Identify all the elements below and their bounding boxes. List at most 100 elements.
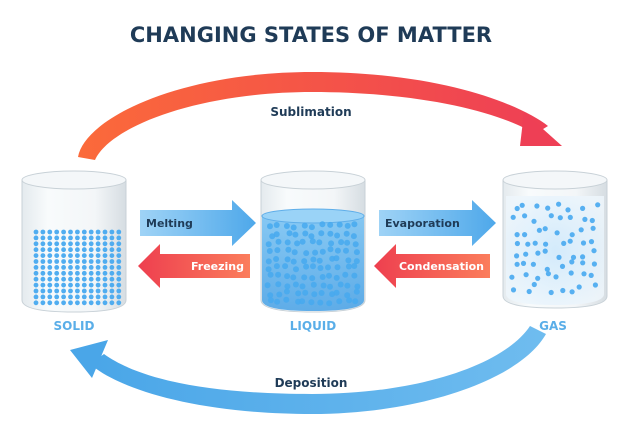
particle <box>61 235 66 241</box>
particle <box>116 253 122 258</box>
particle <box>75 270 80 276</box>
particle <box>519 202 525 208</box>
particle <box>95 247 101 253</box>
particle <box>88 259 94 264</box>
particle <box>556 201 562 207</box>
particle <box>514 240 521 247</box>
particle <box>33 247 39 253</box>
particle <box>68 288 73 294</box>
particle <box>328 240 335 247</box>
particle <box>580 205 586 211</box>
particle <box>590 225 596 231</box>
particle <box>336 298 343 305</box>
particle <box>293 266 299 273</box>
particle <box>95 259 101 264</box>
particle <box>567 214 573 220</box>
particle <box>61 247 66 253</box>
particle <box>534 203 540 209</box>
particle <box>116 282 122 288</box>
particle <box>75 276 80 282</box>
particle <box>102 265 108 270</box>
particle <box>291 249 298 256</box>
particle <box>54 259 60 264</box>
particle <box>329 291 336 298</box>
particle <box>292 231 299 238</box>
solid-particles <box>33 229 122 306</box>
particle <box>40 241 46 247</box>
particle <box>75 300 80 306</box>
particle <box>116 247 122 253</box>
particle <box>47 300 53 306</box>
particle <box>351 221 358 228</box>
particle <box>33 282 39 288</box>
particle <box>40 276 46 282</box>
particle <box>54 288 60 294</box>
particle <box>75 288 80 294</box>
particle <box>54 276 60 282</box>
particle <box>301 222 308 229</box>
particle <box>95 265 101 270</box>
particle <box>95 253 101 258</box>
particle <box>275 281 282 288</box>
particle <box>560 287 566 294</box>
particle <box>542 248 548 254</box>
particle <box>351 263 358 269</box>
particle <box>345 257 352 264</box>
particle <box>54 294 60 300</box>
particle <box>352 241 359 248</box>
particle <box>109 253 115 258</box>
particle <box>75 265 80 270</box>
particle <box>284 239 291 246</box>
particle <box>109 265 115 270</box>
particle <box>576 284 582 290</box>
particle <box>520 260 527 266</box>
particle <box>514 205 520 212</box>
particle <box>102 276 108 282</box>
particle <box>265 241 272 248</box>
particle <box>102 282 108 288</box>
particle <box>290 258 297 265</box>
particle <box>116 300 122 306</box>
particle <box>33 294 39 300</box>
particle <box>109 241 115 247</box>
particle <box>88 229 94 235</box>
particle <box>591 248 597 254</box>
particle <box>344 282 351 289</box>
particle <box>334 247 341 254</box>
particle <box>102 247 108 253</box>
particle <box>68 247 73 253</box>
particle <box>267 292 274 299</box>
particle <box>316 257 323 264</box>
particle <box>116 288 122 294</box>
particle <box>350 233 357 240</box>
particle <box>301 258 308 265</box>
particle <box>334 264 341 271</box>
particle <box>54 270 60 276</box>
particle <box>68 294 73 300</box>
particle <box>310 281 317 288</box>
particle <box>75 294 80 300</box>
particle <box>548 213 554 219</box>
particle <box>556 254 562 260</box>
particle <box>267 223 273 230</box>
freezing-arrow <box>138 244 250 288</box>
particle <box>109 288 115 294</box>
particle <box>116 235 122 241</box>
particle <box>47 229 53 235</box>
particle <box>61 253 66 258</box>
particle <box>116 229 122 235</box>
particle <box>275 271 282 278</box>
particle <box>266 248 273 254</box>
particle <box>81 288 87 294</box>
solid-beaker <box>21 170 127 313</box>
particle <box>33 265 39 270</box>
particle <box>267 271 274 278</box>
particle <box>580 260 586 266</box>
particle <box>344 222 351 229</box>
particle <box>88 247 94 253</box>
particle <box>327 230 334 237</box>
particle <box>276 291 283 298</box>
liquid-label: LIQUID <box>290 319 337 333</box>
particle <box>265 266 272 273</box>
